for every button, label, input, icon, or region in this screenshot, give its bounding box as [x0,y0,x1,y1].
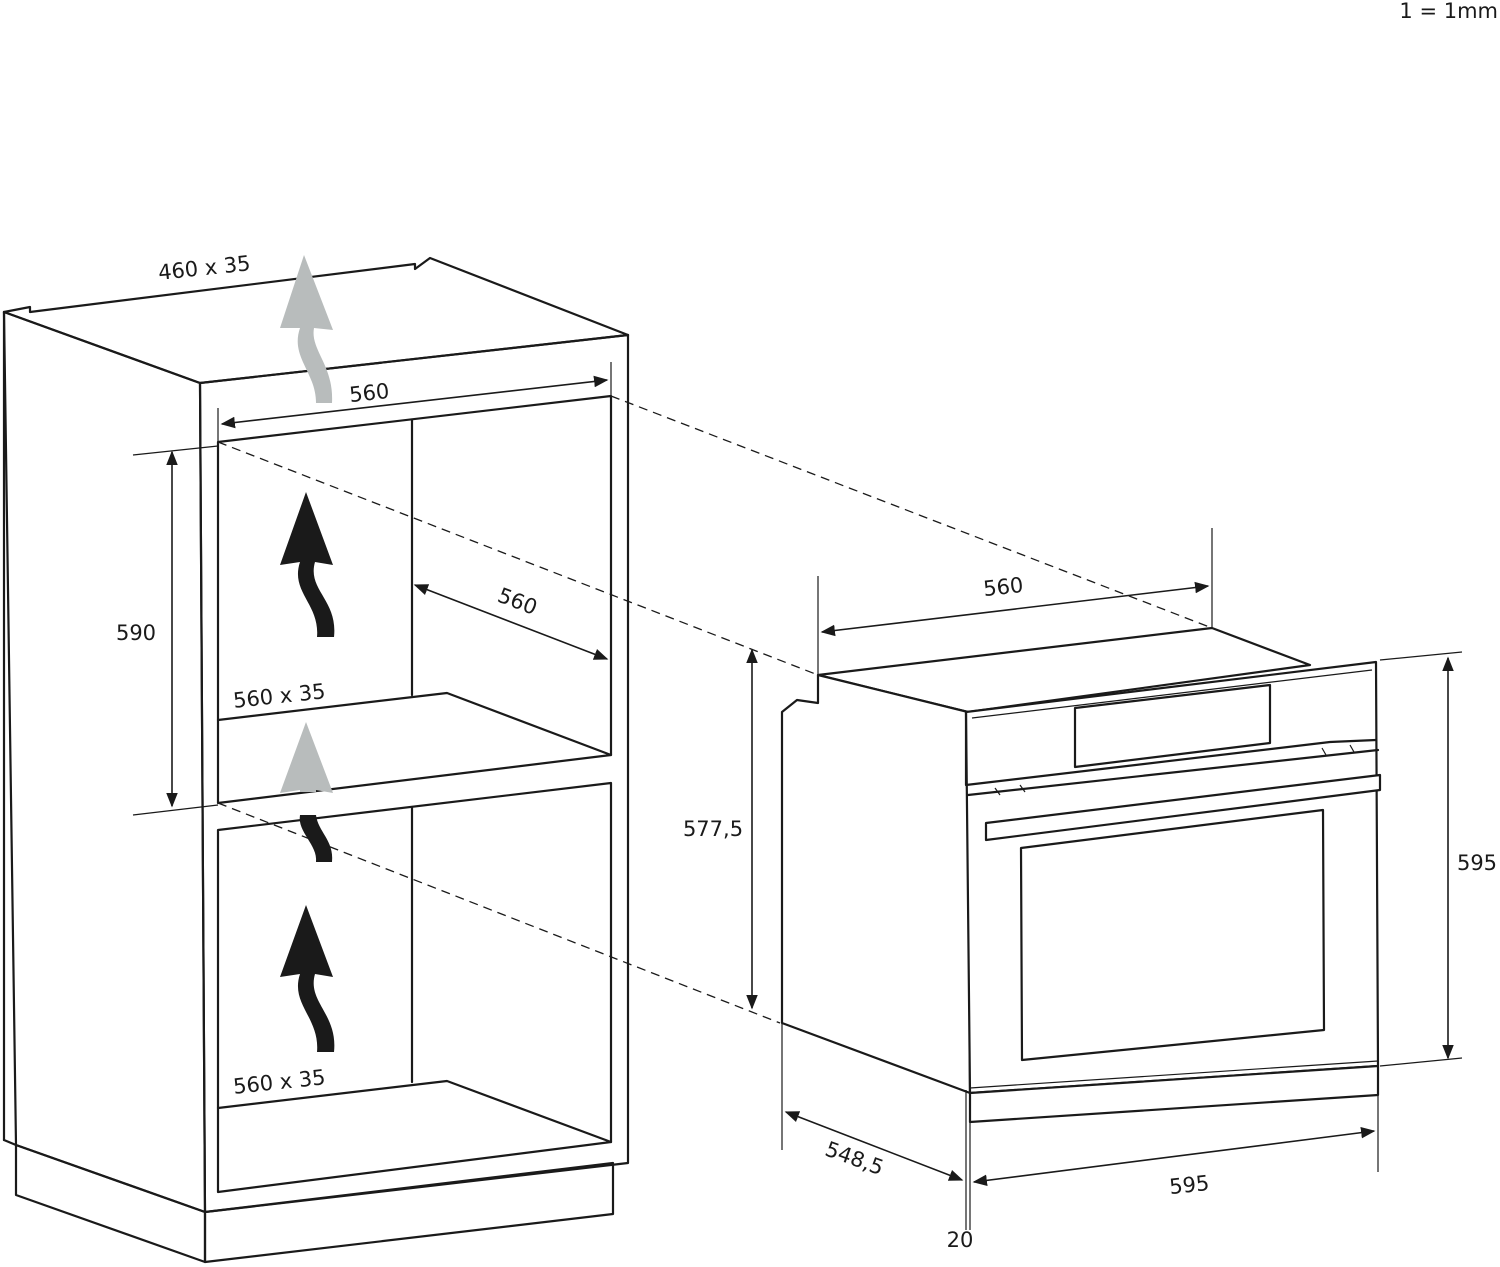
dim-oven-front-width [972,1126,1376,1187]
oven [780,626,1382,1124]
cabinet-left-side [2,310,207,1214]
scale-note: 1 = 1mm [1399,0,1498,23]
airflow-arrow-upper-icon [280,492,335,637]
label-cabinet-width: 560 [348,379,390,407]
upper-niche-shelf [216,691,613,757]
label-oven-depth-top: 560 [982,573,1024,601]
oven-front [964,660,1380,1095]
label-niche-height: 590 [116,621,156,645]
cabinet-top-back-edge [2,256,630,337]
label-top-vent: 460 x 35 [157,251,252,285]
oven-control-mark-icon [1349,744,1355,753]
airflow-arrow-top-icon [280,255,333,403]
cabinet [2,256,630,1264]
upper-niche [216,394,613,805]
oven-door-top-edge [966,748,1380,797]
dim-oven-depth-top [820,581,1210,637]
dim-cabinet-width [220,375,609,429]
label-niche-depth: 560 [494,583,540,620]
lower-niche-floor [216,1079,613,1144]
label-oven-body-height: 577,5 [683,817,743,841]
cabinet-plinth [14,1143,207,1264]
oven-display [1073,683,1272,769]
cabinet-dimensions [132,362,612,816]
oven-control-panel [964,710,1378,787]
label-bottom-vent: 560 x 35 [232,1065,327,1099]
label-front-thickness: 20 [947,1228,974,1252]
airflow-arrow-middle-grey-icon [280,722,333,793]
airflow-arrow-lower-icon [280,905,335,1052]
oven-left-side [780,673,972,1095]
cabinet-front-frame [198,333,630,1214]
cabinet-left-foot-edge [2,1138,18,1147]
dim-niche-depth [413,584,609,660]
oven-door-handle [984,773,1382,842]
label-oven-total-depth: 548,5 [822,1137,887,1180]
oven-door-window [1019,808,1326,1062]
dim-oven-total-depth [784,1111,964,1181]
label-oven-front-width: 595 [1168,1171,1210,1199]
oven-control-mark-icon [1321,747,1327,756]
projection-lines [217,395,1213,1024]
lower-niche [216,781,613,1194]
oven-dimensions [746,528,1463,1230]
airflow-arrows [280,255,335,1052]
airflow-arrow-middle-dark-tail-icon [299,815,333,862]
cabinet-plinth-front [203,1161,615,1264]
label-oven-front-height: 595 [1457,851,1497,875]
